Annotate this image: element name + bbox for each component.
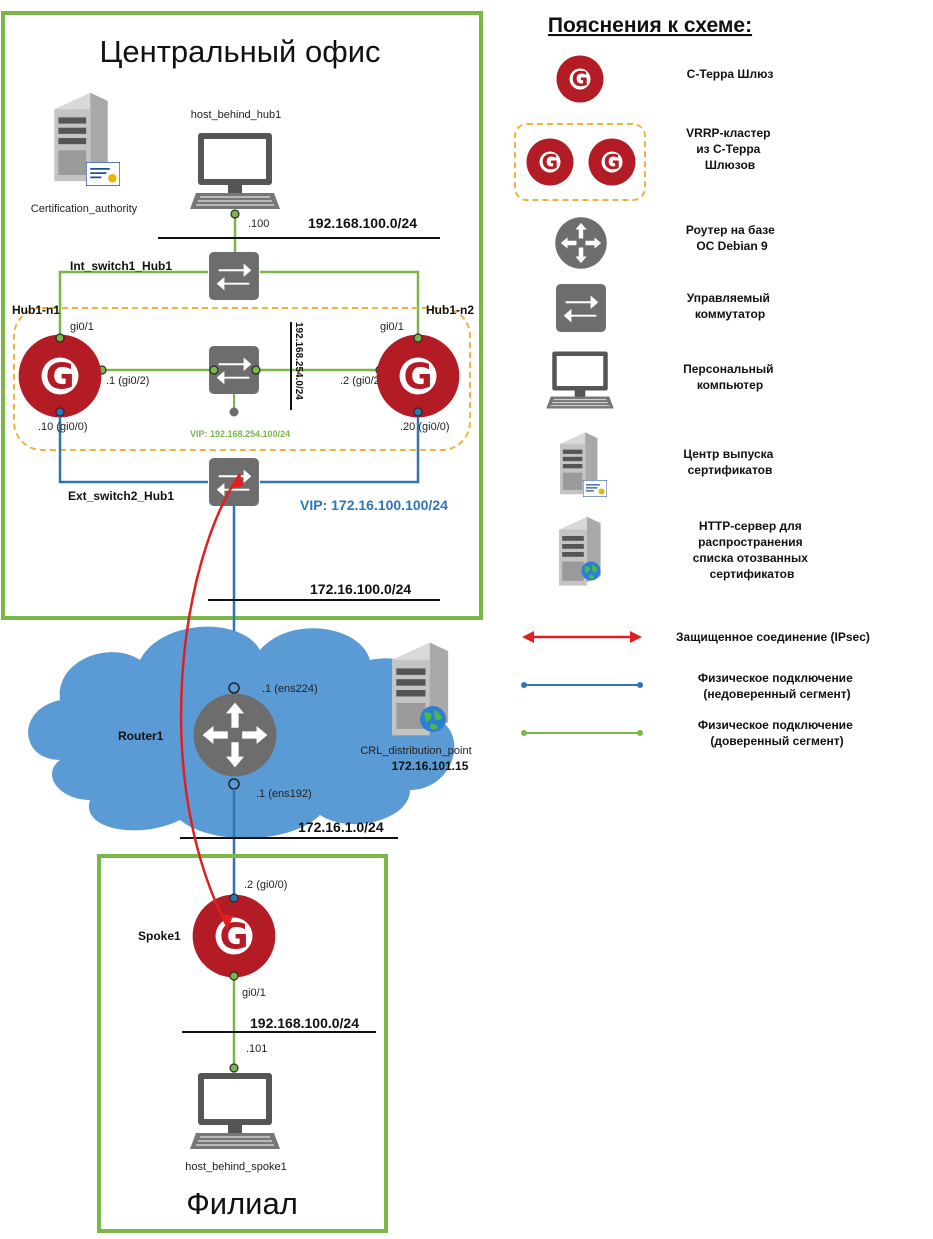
- ext-switch-hub2-link: [260, 412, 420, 484]
- crl-server-icon: [392, 642, 449, 736]
- legend-ca-server-icon: [560, 432, 607, 497]
- hub2-gateway-icon: [376, 334, 460, 418]
- legend-vrrp-gateway2-icon: [588, 138, 636, 186]
- legend-gateway-text: С-Терра Шлюз: [687, 67, 774, 81]
- legend-http-text: HTTP-сервер для распространения списка о…: [693, 519, 812, 581]
- spoke-host-port-icon: [229, 1063, 239, 1073]
- spoke-gi01-port-icon: [229, 971, 239, 981]
- host-hub1-port-icon: [230, 209, 240, 219]
- hub2-gi00-label: .20 (gi0/0): [400, 421, 450, 433]
- hub1-gi01-label: gi0/1: [70, 321, 94, 333]
- legend-router-text: Роутер на базе ОС Debian 9: [686, 223, 778, 253]
- hub1-label: Hub1-n1: [12, 303, 60, 317]
- hub2-gi02-label: .2 (gi0/2): [340, 375, 383, 387]
- host-hub1-pc-icon: [190, 132, 280, 210]
- branch-frame: [97, 854, 388, 1233]
- legend-pc-icon: [546, 350, 614, 410]
- ca-label: Certification_authority: [31, 203, 138, 215]
- host-spoke-label: host_behind_spoke1: [185, 1161, 287, 1173]
- legend-vrrp-frame: [514, 123, 646, 201]
- hub2-label: Hub1-n2: [426, 303, 474, 317]
- spoke-host-ip: .101: [246, 1043, 267, 1055]
- sync-net: 192.168.254.0/24: [293, 322, 304, 400]
- int-switch-icon: [209, 252, 259, 300]
- legend-ipsec-line-icon: [522, 631, 642, 643]
- router-ens224: .1 (ens224): [262, 683, 318, 695]
- lan-hub1-net: 192.168.100.0/24: [308, 215, 417, 231]
- host-hub1-ip: .100: [248, 218, 269, 230]
- spoke-gi01-label: gi0/1: [242, 987, 266, 999]
- legend-title: Пояснения к схеме:: [548, 14, 752, 37]
- hub1-gi02-label: .1 (gi0/2): [106, 375, 149, 387]
- router-ens224-port-icon: [228, 682, 240, 694]
- crl-label: CRL_distribution_point: [360, 745, 471, 757]
- hub1-gateway-icon: [18, 334, 102, 418]
- sync-switch-port1-icon: [209, 365, 219, 375]
- legend-vrrp-gateway1-icon: [526, 138, 574, 186]
- ext-net: 172.16.100.0/24: [310, 581, 411, 597]
- hub2-gi01-port-icon: [413, 333, 423, 343]
- router-ens192: .1 (ens192): [256, 788, 312, 800]
- int-switch-label: Int_switch1_Hub1: [70, 259, 172, 273]
- legend-switch-text: Управляемый коммутатор: [687, 291, 773, 321]
- legend-vrrp-text: VRRP-кластер из С-Терра Шлюзов: [686, 126, 774, 172]
- hub1-gi00-port-icon: [55, 407, 65, 417]
- router1-icon: [193, 693, 277, 777]
- spoke-gi00-port-icon: [229, 893, 239, 903]
- vip-external: VIP: 172.16.100.100/24: [300, 497, 448, 513]
- ca-server-icon: [54, 92, 120, 186]
- legend-http-server-icon: [559, 516, 601, 586]
- lan-spoke-net: 192.168.100.0/24: [250, 1015, 359, 1031]
- host-hub1-label: host_behind_hub1: [191, 109, 282, 121]
- sync-switch-port2-icon: [251, 365, 261, 375]
- legend-switch-icon: [556, 284, 606, 332]
- legend-ipsec-text: Защищенное соединение (IPsec): [676, 630, 870, 644]
- sync-vip-port-icon: [229, 407, 239, 417]
- vrrp-cluster-frame: [13, 307, 471, 451]
- legend-untrusted-line-icon: [521, 682, 643, 688]
- ext-switch-label: Ext_switch2_Hub1: [68, 489, 174, 503]
- legend-trusted-text: Физическое подключение (доверенный сегме…: [698, 718, 856, 748]
- spoke1-gateway-icon: [192, 894, 276, 978]
- legend-router-icon: [555, 217, 607, 269]
- hub2-gi00-port-icon: [413, 407, 423, 417]
- legend-pc-text: Персональный компьютер: [683, 362, 777, 392]
- router-ens192-port-icon: [228, 778, 240, 790]
- hub2-gi01-label: gi0/1: [380, 321, 404, 333]
- vip-internal: VIP: 192.168.254.100/24: [190, 429, 290, 439]
- ipsec-tunnel: [179, 473, 242, 929]
- hub1-gi00-label: .10 (gi0/0): [38, 421, 88, 433]
- legend-gateway-icon: [556, 55, 604, 103]
- legend-trusted-line-icon: [521, 730, 643, 736]
- host-spoke-pc-icon: [190, 1072, 280, 1150]
- legend-untrusted-text: Физическое подключение (недоверенный сег…: [698, 671, 856, 701]
- crl-ip: 172.16.101.15: [392, 759, 469, 773]
- ipsec-arrow-top-icon: [232, 474, 244, 488]
- ipsec-arrow-bottom-icon: [222, 914, 233, 928]
- branch-title: Филиал: [186, 1186, 298, 1221]
- ext-switch-hub1-link: [58, 412, 208, 484]
- central-office-title: Центральный офис: [99, 34, 380, 69]
- hub1-gi01-port-icon: [55, 333, 65, 343]
- spoke1-label: Spoke1: [138, 929, 181, 943]
- legend-ca-text: Центр выпуска сертификатов: [683, 447, 776, 477]
- central-office-frame: [1, 11, 483, 620]
- spoke-gi00-label: .2 (gi0/0): [244, 879, 287, 891]
- wan-net: 172.16.1.0/24: [298, 819, 384, 835]
- router1-label: Router1: [118, 729, 164, 743]
